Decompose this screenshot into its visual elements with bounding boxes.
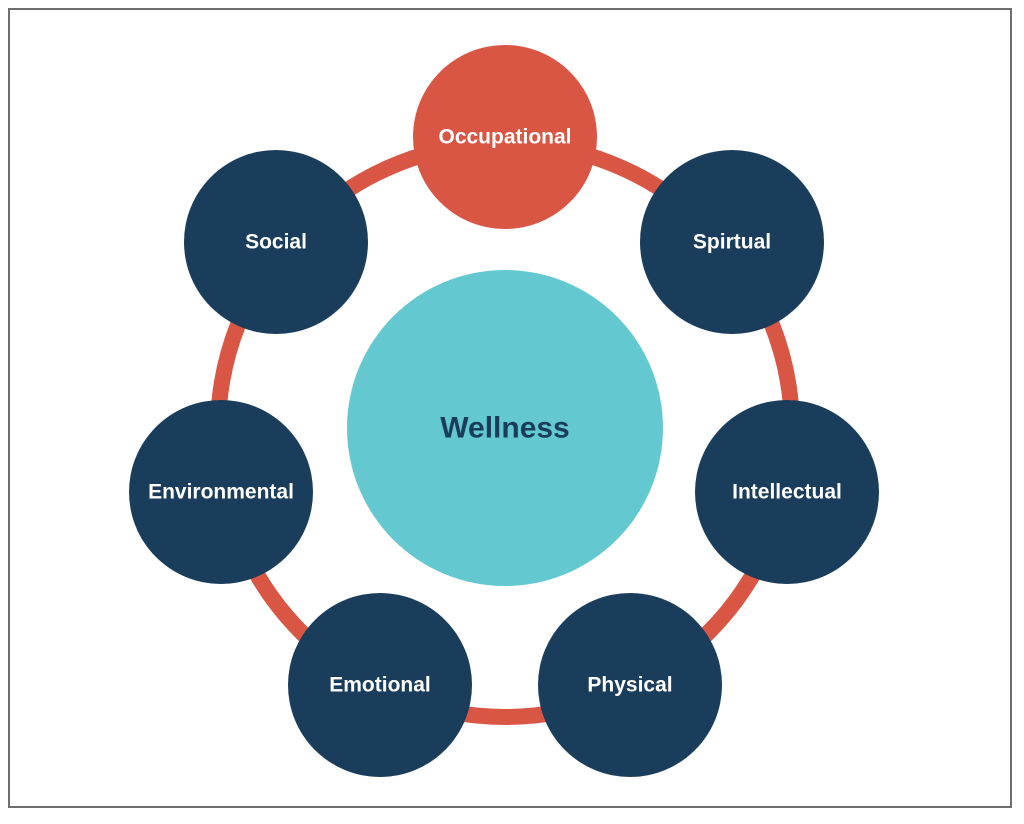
node-social-circle (184, 150, 368, 334)
node-physical-circle (538, 593, 722, 777)
node-occupational-label: Occupational (438, 126, 571, 149)
center-circle (347, 270, 663, 586)
node-social-label: Social (245, 231, 307, 254)
node-social: Social (184, 150, 368, 334)
node-emotional-label: Emotional (329, 674, 431, 697)
node-physical-label: Physical (587, 674, 672, 697)
node-occupational-circle (413, 45, 597, 229)
node-physical: Physical (538, 593, 722, 777)
node-intellectual-label: Intellectual (732, 481, 842, 504)
node-environmental-label: Environmental (148, 481, 294, 504)
node-environmental: Environmental (129, 400, 313, 584)
node-spiritual: Spirtual (640, 150, 824, 334)
node-emotional: Emotional (288, 593, 472, 777)
node-intellectual-circle (695, 400, 879, 584)
node-spiritual-circle (640, 150, 824, 334)
node-environmental-circle (129, 400, 313, 584)
node-spiritual-label: Spirtual (693, 231, 771, 254)
node-occupational: Occupational (413, 45, 597, 229)
node-emotional-circle (288, 593, 472, 777)
node-intellectual: Intellectual (695, 400, 879, 584)
center-label: Wellness (440, 412, 570, 445)
